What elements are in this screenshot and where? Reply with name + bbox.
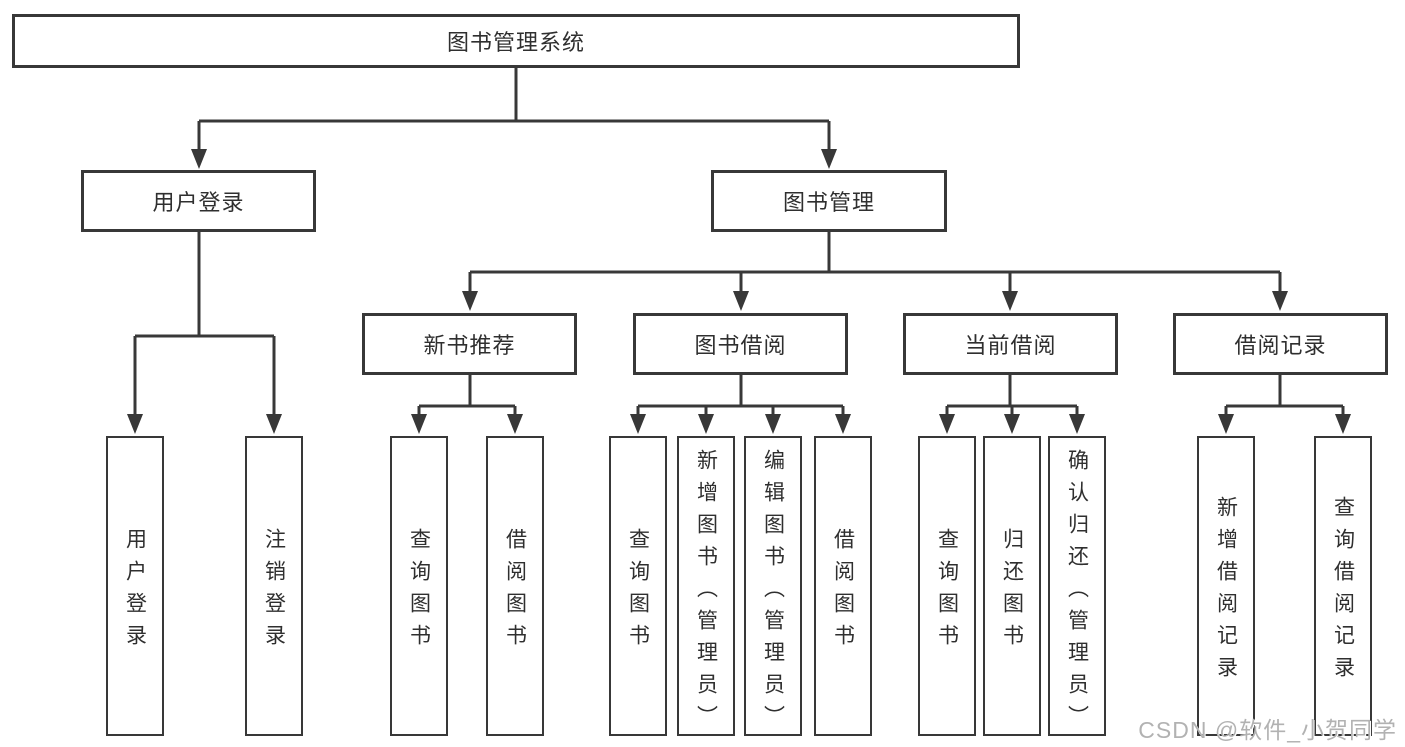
node-current-borrow: 当前借阅 (903, 313, 1118, 375)
leaf-user-login: 用户登录 (106, 436, 164, 736)
node-label: 新书推荐 (423, 333, 516, 358)
leaf-borrow-edit-book-admin: 编辑图书（管理员） (744, 436, 802, 737)
root-node-library-system: 图书管理系统 (12, 14, 1020, 68)
node-book-management: 图书管理 (711, 170, 947, 232)
leaf-label: 编辑图书（管理员） (761, 449, 785, 737)
leaf-user-logout: 注销登录 (245, 436, 303, 736)
leaf-label: 查询图书 (935, 527, 959, 656)
leaf-recommend-query-book: 查询图书 (390, 436, 448, 736)
leaf-label: 查询图书 (407, 527, 431, 656)
node-book-borrow: 图书借阅 (633, 313, 848, 375)
leaf-label: 借阅图书 (503, 527, 527, 656)
connector-records-to-leaves (1218, 375, 1351, 434)
leaf-label: 借阅图书 (831, 527, 855, 656)
leaf-borrow-query-book: 查询图书 (609, 436, 667, 736)
connector-current-to-leaves (939, 375, 1085, 434)
connector-borrow-to-leaves (630, 375, 851, 434)
leaf-current-confirm-return-admin: 确认归还（管理员） (1048, 436, 1106, 737)
watermark: CSDN @软件_小贺同学 (1138, 717, 1397, 743)
connector-book-to-level3 (462, 232, 1288, 311)
leaf-label: 新增借阅记录 (1214, 495, 1238, 688)
leaf-label: 新增图书（管理员） (694, 449, 718, 737)
connector-root-to-level2 (191, 68, 837, 169)
leaf-label: 注销登录 (262, 527, 286, 656)
node-label: 图书借阅 (694, 333, 787, 358)
connector-user-to-leaves (127, 232, 282, 434)
leaf-label: 归还图书 (1000, 527, 1024, 656)
connector-recommend-to-leaves (411, 375, 523, 434)
leaf-current-return-book: 归还图书 (983, 436, 1041, 736)
leaf-label: 查询借阅记录 (1331, 495, 1355, 688)
node-new-book-recommend: 新书推荐 (362, 313, 577, 375)
leaf-label: 查询图书 (626, 527, 650, 656)
root-node-label: 图书管理系统 (446, 30, 585, 55)
leaf-borrow-borrow-book: 借阅图书 (814, 436, 872, 736)
leaf-current-query-book: 查询图书 (918, 436, 976, 736)
leaf-label: 用户登录 (123, 527, 147, 656)
leaf-borrow-add-book-admin: 新增图书（管理员） (677, 436, 735, 737)
leaf-records-add-borrow-record: 新增借阅记录 (1197, 436, 1255, 736)
leaf-recommend-borrow-book: 借阅图书 (486, 436, 544, 736)
leaf-label: 确认归还（管理员） (1065, 449, 1089, 737)
node-label: 用户登录 (152, 190, 245, 215)
node-label: 图书管理 (782, 190, 875, 215)
node-label: 当前借阅 (964, 333, 1057, 358)
leaf-records-query-borrow-record: 查询借阅记录 (1314, 436, 1372, 736)
node-borrow-records: 借阅记录 (1173, 313, 1388, 375)
node-label: 借阅记录 (1234, 333, 1327, 358)
node-user-login: 用户登录 (81, 170, 316, 232)
